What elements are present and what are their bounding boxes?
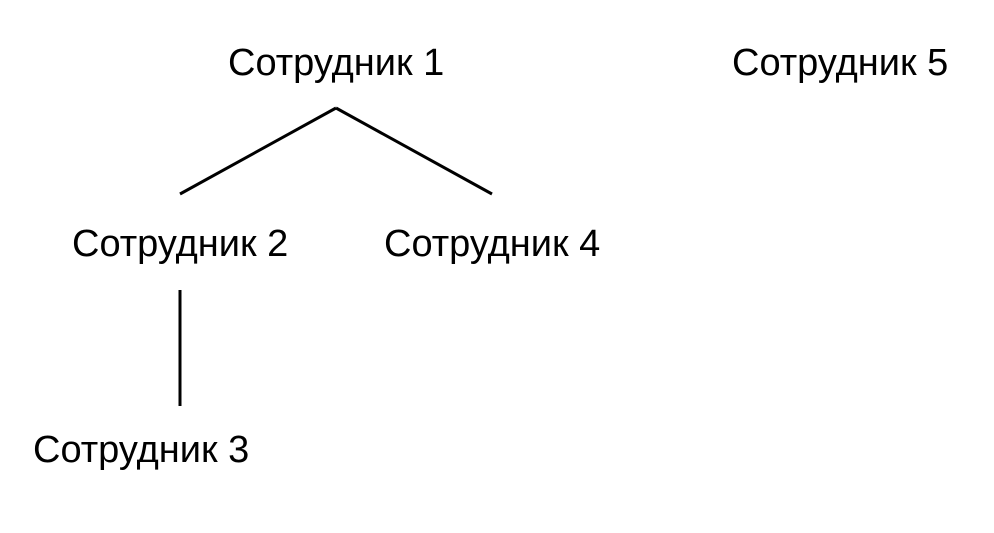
node-sotrudnik-4: Сотрудник 4: [384, 223, 601, 265]
node-sotrudnik-3: Сотрудник 3: [33, 429, 250, 471]
node-sotrudnik-5: Сотрудник 5: [732, 42, 949, 84]
edge-sotrudnik-1-to-2: [179, 106, 337, 196]
node-sotrudnik-1: Сотрудник 1: [228, 42, 445, 84]
edge-sotrudnik-1-to-4: [335, 106, 493, 196]
node-sotrudnik-2: Сотрудник 2: [72, 223, 289, 265]
